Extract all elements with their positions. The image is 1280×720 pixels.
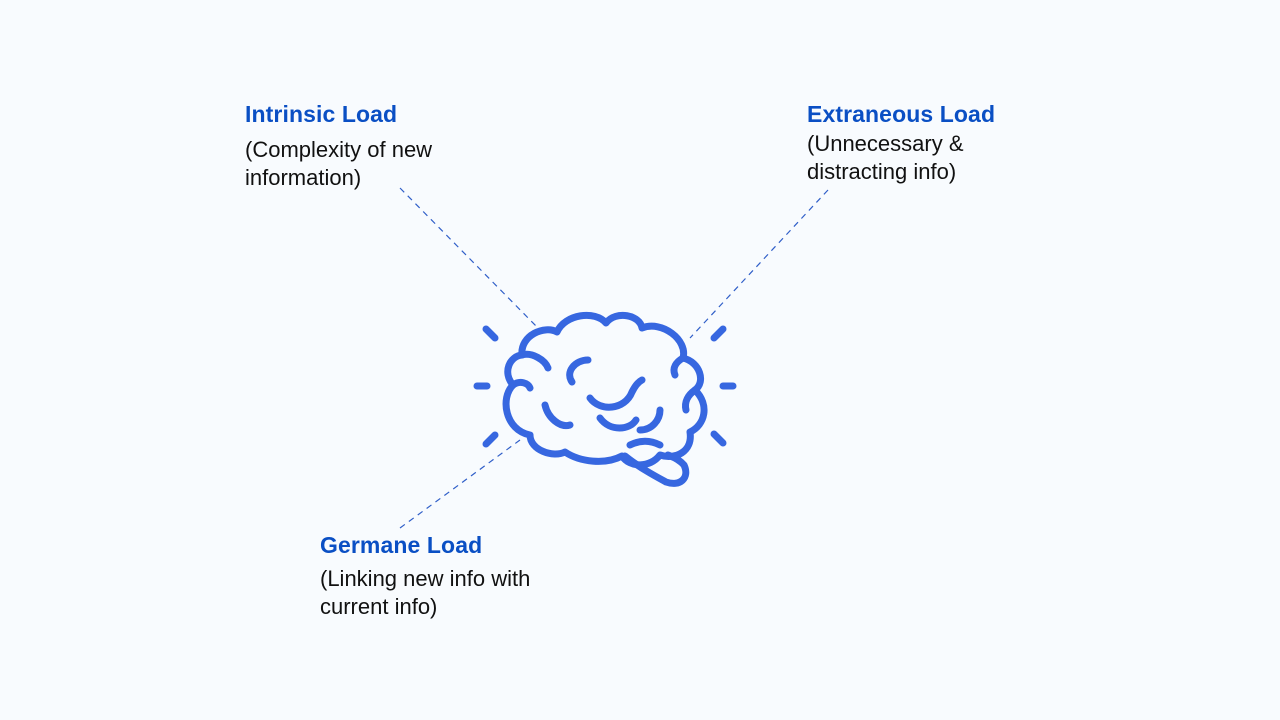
brain-stem xyxy=(621,451,690,487)
extraneous-load-description: (Unnecessary & distracting info) xyxy=(807,130,1067,186)
ray-bottom-right xyxy=(710,430,727,447)
intrinsic-load-description: (Complexity of new information) xyxy=(245,136,505,192)
ray-top-left xyxy=(482,325,499,342)
intrinsic-load-desc-line: (Complexity of new xyxy=(245,137,433,162)
brain-fold xyxy=(586,376,646,411)
extraneous-load-title: Extraneous Load xyxy=(807,101,996,127)
extraneous-load-desc-line: distracting info) xyxy=(807,159,957,184)
germane-load-desc-line: current info) xyxy=(320,594,438,619)
intrinsic-load-title: Intrinsic Load xyxy=(245,101,398,127)
brain-fold xyxy=(636,406,664,434)
germane-load-description: (Linking new info with current info) xyxy=(320,565,620,621)
extraneous-load-desc-line: (Unnecessary & xyxy=(807,131,964,156)
brain-fold xyxy=(596,414,640,432)
brain-fold xyxy=(566,356,592,386)
brain-fold xyxy=(682,386,699,414)
intrinsic-load-label: Intrinsic Load (Complexity of new inform… xyxy=(245,100,505,192)
germane-load-title: Germane Load xyxy=(320,532,483,558)
ray-top-right xyxy=(710,325,727,342)
connector-germane xyxy=(399,439,521,529)
ray-bottom-left xyxy=(482,431,499,448)
brain-fold xyxy=(518,350,552,372)
brain-outline xyxy=(502,311,708,469)
connector-extraneous xyxy=(689,189,829,339)
germane-load-label: Germane Load (Linking new info with curr… xyxy=(320,531,620,621)
intrinsic-load-desc-line: information) xyxy=(245,165,362,190)
brain-icon xyxy=(473,311,737,487)
brain-fold xyxy=(626,437,664,449)
brain-fold xyxy=(541,401,574,430)
brain-fold xyxy=(670,354,687,379)
brain-fold xyxy=(509,378,534,392)
extraneous-load-label: Extraneous Load (Unnecessary & distracti… xyxy=(807,100,1067,186)
radiating-rays xyxy=(473,325,737,448)
germane-load-desc-line: (Linking new info with xyxy=(320,566,531,591)
